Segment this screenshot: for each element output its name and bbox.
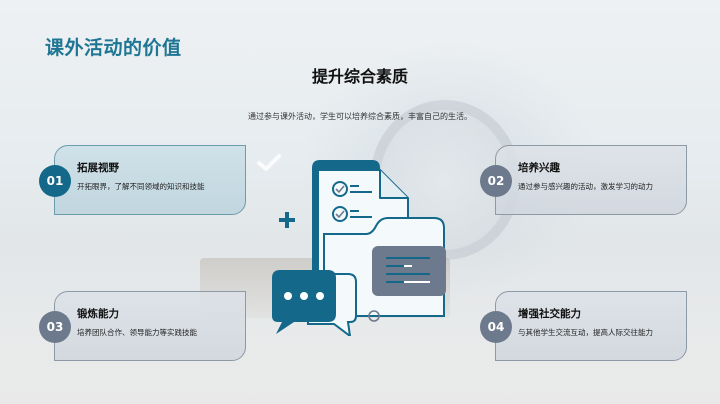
card-number-badge: 02 xyxy=(480,165,512,197)
card-description: 开拓眼界，了解不同领域的知识和技能 xyxy=(77,182,205,191)
card-expand-horizons: 01 拓展视野 开拓眼界，了解不同领域的知识和技能 xyxy=(39,145,246,215)
card-number-badge: 03 xyxy=(39,311,71,343)
card-build-abilities: 03 锻炼能力 培养团队合作、领导能力等实践技能 xyxy=(39,291,246,361)
plus-icon xyxy=(279,212,295,228)
card-social-skills: 04 增强社交能力 与其他学生交流互动，提高人际交往能力 xyxy=(480,291,687,361)
slide-title: 课外活动的价值 xyxy=(45,37,182,59)
checkmark-icon xyxy=(257,154,281,171)
card-title: 拓展视野 xyxy=(77,162,119,174)
card-title: 培养兴趣 xyxy=(518,162,560,174)
card-number-badge: 01 xyxy=(39,165,71,197)
chat-bubble-icon xyxy=(272,270,357,336)
card-title: 锻炼能力 xyxy=(77,308,119,320)
document-folder-chat-illustration xyxy=(272,160,446,336)
card-description: 通过参与感兴趣的活动，激发学习的动力 xyxy=(518,182,653,191)
section-description: 通过参与课外活动，学生可以培养综合素质，丰富自己的生活。 xyxy=(248,112,472,121)
card-description: 培养团队合作、领导能力等实践技能 xyxy=(77,328,197,337)
card-description: 与其他学生交流互动，提高人际交往能力 xyxy=(518,328,653,337)
card-cultivate-interest: 02 培养兴趣 通过参与感兴趣的活动，激发学习的动力 xyxy=(480,145,687,215)
section-title: 提升综合素质 xyxy=(311,67,408,86)
card-title: 增强社交能力 xyxy=(518,308,581,320)
circle-icon xyxy=(368,310,380,322)
card-number-badge: 04 xyxy=(480,311,512,343)
